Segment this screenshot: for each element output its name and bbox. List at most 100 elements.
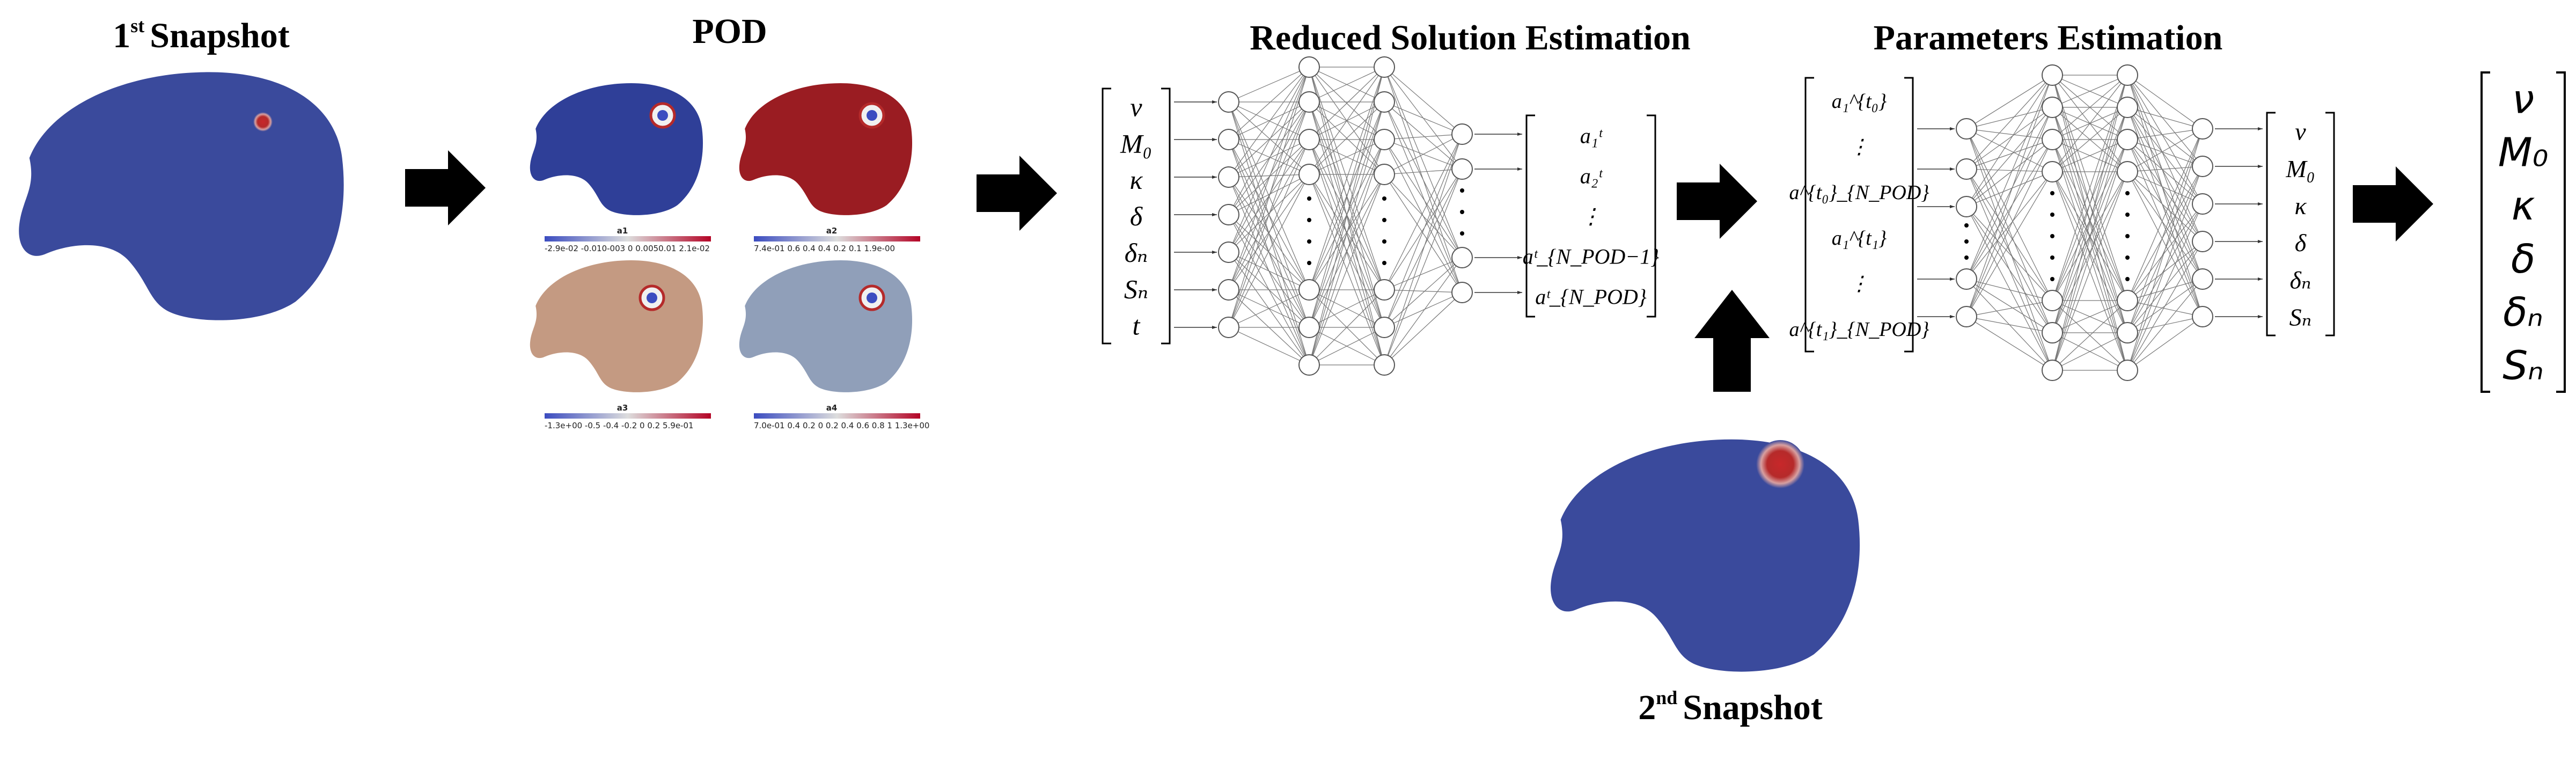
network-node [2042, 360, 2063, 381]
network-node [1374, 354, 1395, 376]
network-node [1374, 279, 1395, 301]
network-edges [1228, 67, 1463, 365]
network-node [1451, 282, 1473, 303]
network-edge [1228, 139, 1310, 175]
network-edge [1228, 101, 1310, 140]
network-edge [1966, 75, 2053, 170]
network-ellipsis-dot [1460, 231, 1464, 236]
network-node [2042, 64, 2063, 86]
vector-entry: δ [2511, 236, 2535, 282]
network-node [1218, 129, 1239, 150]
network-node [2192, 268, 2213, 290]
network-edge [2127, 279, 2203, 301]
network-edge [1309, 174, 1385, 290]
network-edge [2127, 166, 2203, 301]
network-edge [1228, 101, 1310, 290]
network-edge [1966, 75, 2053, 317]
network-edge [2052, 139, 2128, 333]
network-edge [1384, 67, 1463, 258]
network-edge [1384, 134, 1463, 175]
network-edge [2052, 75, 2128, 301]
pod-colorbar [754, 236, 920, 242]
network-node [1218, 166, 1239, 188]
network-ellipsis-dot [1964, 223, 1969, 228]
network-node [1956, 158, 1977, 180]
network-ellipsis-dot [2125, 234, 2130, 238]
network-node [1374, 129, 1395, 150]
network-edge [1228, 174, 1310, 328]
network-edge [1966, 139, 2053, 317]
network-edge [1966, 128, 2053, 140]
pod-colorbar-ticks: -2.9e-02 -0.010-003 0 0.0050.01 2.1e-02 [545, 244, 710, 253]
pod-modes: -2.9e-02 -0.010-003 0 0.0050.01 2.1e-02a… [530, 83, 929, 430]
left-bracket [1525, 114, 1535, 318]
network-edge [2052, 75, 2128, 371]
arrow-reduced-to-params [1677, 164, 1757, 239]
vector-entry: κ [2512, 183, 2535, 229]
pod-colorbar-ticks: 7.4e-01 0.6 0.4 0.4 0.2 0.1 1.9e-00 [754, 244, 895, 253]
network-edge [2127, 139, 2203, 280]
network-node [1374, 56, 1395, 78]
pod-mode-brain [530, 83, 703, 215]
pod-mode-brain [530, 260, 703, 392]
network-edge [1228, 214, 1310, 290]
vector-entry: ν [1130, 92, 1142, 122]
pod-mode-spot-core [657, 110, 668, 121]
network-edge [2127, 107, 2203, 204]
network-edge [1228, 327, 1310, 365]
network-edge [1228, 101, 1310, 328]
network-edge [2127, 107, 2203, 317]
network-node [2117, 360, 2138, 381]
network-edge [1228, 174, 1310, 215]
network-edge [1384, 101, 1463, 170]
vector-entry: κ [1130, 165, 1143, 195]
network-edge [2127, 171, 2203, 317]
network-ellipsis-dot [1964, 239, 1969, 244]
vector-entry: δ [1130, 201, 1143, 231]
network-edge [1384, 134, 1463, 290]
pod-colorbar [754, 413, 920, 419]
network-node [1298, 56, 1320, 78]
network-edge [2127, 139, 2203, 204]
title-pod: POD [692, 12, 767, 51]
right-bracket [1647, 114, 1656, 318]
vector-entry: aᵗ_{N_POD−1} [1523, 245, 1660, 269]
network-node [2192, 118, 2213, 140]
network-edge [2127, 128, 2203, 172]
network-edge [2052, 300, 2128, 371]
arrow-snapshot2-up [1694, 290, 1770, 392]
vector-entry: ⋮ [1580, 204, 1602, 229]
network-node [1374, 91, 1395, 113]
network-node [1374, 317, 1395, 338]
network-ellipsis-dot [2125, 213, 2130, 217]
network-ellipsis-dot [1307, 261, 1311, 265]
network-edge [1966, 169, 2053, 172]
network-edge [2127, 316, 2203, 371]
network-node [1956, 118, 1977, 140]
arrows [405, 150, 2433, 392]
network-edge [1228, 174, 1310, 253]
snapshot-2-brain [1550, 439, 1860, 672]
network-node [1451, 247, 1473, 268]
vector-entry: Sₙ [2289, 304, 2312, 331]
network-edge [1309, 101, 1385, 290]
network-edge [1228, 139, 1310, 328]
network-node [2117, 290, 2138, 311]
network-edge [1966, 107, 2053, 170]
left-bracket [2480, 71, 2490, 393]
network-node [2192, 231, 2213, 252]
network-node [1956, 268, 1977, 290]
vector-entry: M₀ [2285, 155, 2315, 182]
right-bracket [1161, 87, 1171, 345]
network-edge [1966, 75, 2053, 129]
network-node [2117, 97, 2138, 118]
network-edge [1966, 279, 2053, 333]
network-node [1298, 354, 1320, 376]
network-edge [1384, 101, 1463, 135]
network-edge [1966, 139, 2053, 280]
